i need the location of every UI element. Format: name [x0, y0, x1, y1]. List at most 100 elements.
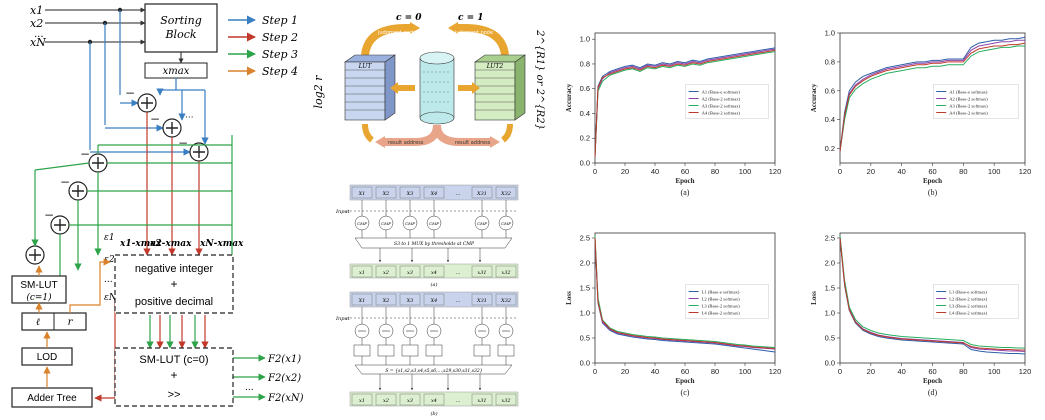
cmp-node-label: CMP: [405, 221, 415, 226]
out-a-cell-1: x2: [383, 270, 389, 276]
y-tick-label: 1.5: [825, 284, 835, 293]
lut2-cube: LUT2: [474, 54, 526, 121]
legend-label: A3 (Base-2 softmax): [949, 104, 988, 109]
x-tick-label: 60: [928, 167, 936, 176]
shift-label: >>: [168, 389, 181, 401]
out-a-cell-6: x32: [501, 270, 510, 276]
sorting-block-label-2: Block: [164, 28, 196, 41]
output-F2-x1: F2(x1): [267, 354, 301, 365]
out-a-cell-3: x4: [431, 270, 437, 276]
out-b-cell-1: x2: [383, 398, 389, 404]
y-tick-label: 0.0: [580, 359, 590, 368]
series-line-0: [594, 47, 776, 157]
lut-b-cell-3: X4: [430, 298, 438, 304]
x-tick-label: 20: [867, 167, 875, 176]
output-F2-x2: F2(x2): [267, 373, 301, 384]
y-tick-label: 0.5: [580, 334, 590, 343]
neg-int-plus: +: [170, 277, 177, 291]
series-line-2: [594, 235, 776, 348]
legend-box: [933, 84, 1019, 119]
x-tick-label: 20: [621, 367, 629, 376]
lut-b-cell-5: X31: [476, 298, 487, 304]
result-label-right: result address: [455, 140, 491, 146]
x-tick-label: 20: [867, 367, 875, 376]
y-tick-label: 2.0: [580, 259, 590, 268]
legend-box: [685, 84, 769, 119]
legend-label: L1 (Base-e softmax): [949, 290, 987, 295]
out-b-cell-4: ...: [456, 398, 461, 404]
svg-text:−: −: [125, 86, 135, 100]
sub-out-cell: [425, 344, 443, 357]
x-tick-label: 60: [681, 367, 689, 376]
caption-b-mid: (b): [430, 410, 437, 417]
legend-label: L1 (Base-e softmax): [702, 290, 740, 295]
y-tick-label: 1.5: [580, 284, 590, 293]
y-tick-label: 0.4: [580, 109, 590, 118]
caption-a-mid: (a): [431, 281, 438, 288]
neg-int-box: [114, 254, 234, 314]
eps-label-2: ε2: [104, 255, 115, 265]
x-tick-label: 0: [593, 367, 597, 376]
lut-b-cell-2: X3: [406, 298, 414, 304]
legend-box: [685, 284, 769, 319]
c1-label: c = 1: [458, 13, 484, 23]
eps-label-1: ε1: [104, 233, 115, 243]
judge-label-left: judgment node: [377, 30, 416, 36]
diff-label-1: x1-xmax: [119, 239, 162, 249]
diff-label-2: x2-xmax: [149, 239, 192, 249]
y-tick-label: 0.8: [825, 57, 835, 66]
x-tick-label: 60: [681, 167, 689, 176]
svg-text:−: −: [80, 147, 90, 161]
y-tick-label: 0.2: [825, 144, 835, 153]
x-tick-label: 20: [621, 167, 629, 176]
legend-label: L3 (Base-2 softmax): [949, 304, 987, 309]
input-x2: x2: [30, 17, 43, 30]
series-line-2: [839, 235, 1025, 349]
y-axis-label: Loss: [810, 291, 818, 305]
series-line-3: [839, 237, 1025, 351]
x-tick-label: 120: [769, 167, 782, 176]
series-line-2: [839, 45, 1025, 152]
x-axis-label: Epoch: [675, 177, 694, 185]
y-tick-label: 1.0: [825, 29, 835, 38]
series-line-2: [594, 51, 776, 157]
out-b-cell-3: x4: [431, 398, 437, 404]
x-tick-label: 60: [928, 367, 936, 376]
y-tick-label: 2.5: [580, 234, 590, 243]
lut-cylinder: [419, 51, 455, 125]
svg-text:−: −: [150, 112, 160, 126]
judge-label-right: judgment node: [454, 30, 493, 36]
legend-label: L2 (Base-2 softmax): [949, 297, 987, 302]
sub-out-cell: [401, 344, 419, 357]
x-tick-label: 40: [651, 167, 659, 176]
lut-b-cell-6: X32: [500, 298, 511, 304]
step-legend: Step 1 Step 2 Step 3 Step 4: [228, 14, 298, 78]
x-tick-label: 100: [739, 167, 752, 176]
x-tick-label: 0: [838, 167, 842, 176]
r-label: r: [68, 317, 74, 328]
y-tick-label: 0.0: [825, 359, 835, 368]
y-tick-label: 0.8: [580, 59, 590, 68]
input-x1: x1: [30, 4, 43, 17]
out-a-cell-4: ...: [456, 270, 461, 276]
out-b-cell-2: x3: [407, 398, 413, 404]
lut-a-cell-6: X32: [500, 191, 511, 197]
x-tick-label: 120: [769, 367, 782, 376]
svg-text:···: ···: [185, 113, 194, 123]
x-tick-label: 80: [711, 367, 719, 376]
x-tick-label: 100: [988, 367, 1001, 376]
y-tick-label: 0.6: [580, 84, 590, 93]
x-tick-label: 80: [711, 167, 719, 176]
neg-int-label: negative integer: [135, 263, 214, 275]
sorting-block-label-1: Sorting: [160, 14, 201, 27]
input-ellipsis: ...: [34, 29, 44, 40]
architecture-diagram: x1 x2 ... xN Sorting Block xmax Step 1 S…: [11, 3, 304, 408]
out-b-cell-6: x32: [501, 398, 510, 404]
x-tick-label: 40: [897, 367, 905, 376]
sm-lut-c1-label: SM-LUT: [20, 280, 57, 291]
y-axis-label: Loss: [565, 291, 573, 305]
lut-cube: LUT: [344, 54, 396, 121]
x-tick-label: 100: [739, 367, 752, 376]
